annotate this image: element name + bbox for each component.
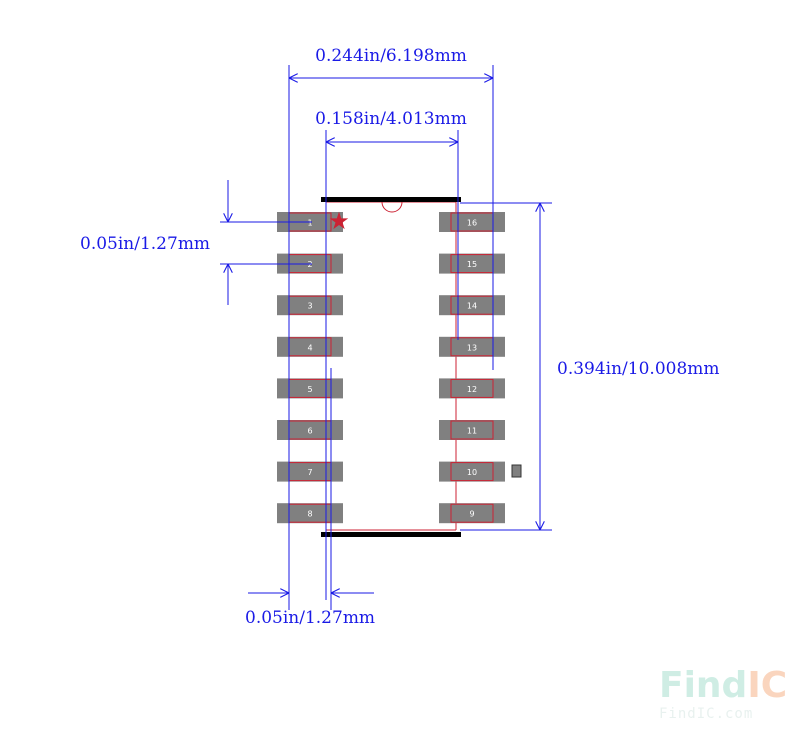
pin-number: 14 [467,302,477,311]
package-body [325,201,457,531]
pad-copper [439,503,505,524]
dimension-body-width: 0.158in/4.013mm [315,109,467,600]
dimension-pitch: 0.05in/1.27mm [80,180,312,305]
logo-url: FindIC.com [659,706,753,722]
findic-logo: FindIC FindIC.com [659,665,787,722]
lead-outline [450,503,494,523]
pin-number: 13 [467,343,477,352]
lead-outline [450,462,494,482]
pad-16: 16 [439,212,505,232]
pin-number: 5 [307,385,312,394]
body-width-label: 0.158in/4.013mm [315,109,467,129]
pad-width-label: 0.05in/1.27mm [245,608,375,628]
pin-number: 10 [467,468,477,477]
pad-9: 9 [439,503,505,524]
pad-14: 14 [439,295,505,316]
body-bottom-bar [321,532,461,537]
logo-ic: IC [747,665,787,706]
lead-outline [450,420,494,440]
dimension-height: 0.394in/10.008mm [460,202,720,531]
pin-number: 4 [307,343,312,352]
lead-outline [450,378,494,398]
pin-number: 11 [467,427,477,436]
pin-number: 12 [467,385,477,394]
pin1-notch [381,201,403,213]
pad-15: 15 [439,253,505,274]
pin-number: 1 [307,219,312,228]
pad-copper [439,212,505,232]
pin-number: 6 [307,427,312,436]
height-label: 0.394in/10.008mm [557,359,720,379]
pin-number: 16 [467,219,477,228]
pad-6: 6 [277,420,343,440]
pin-number: 2 [307,260,312,269]
pad-12: 12 [439,378,505,399]
right-pad-column: 16 15 14 13 12 11 10 9 [439,212,505,524]
pad-8: 8 [277,503,343,524]
svg-text:FindIC: FindIC [659,665,787,706]
pad-copper [439,295,505,316]
pad-copper [439,336,505,357]
dimension-overall-width: 0.244in/6.198mm [288,46,494,610]
logo-find: Find [659,665,747,706]
pad-7: 7 [277,461,343,482]
pad-copper [439,253,505,274]
pin1-star-icon: ★ [328,207,350,235]
pin-number: 8 [307,510,312,519]
body-top-bar [321,197,461,202]
left-pad-column: 1 2 3 4 5 6 7 8 [277,212,343,524]
pad-13: 13 [439,336,505,357]
pad-11: 11 [439,420,505,440]
pad-10: 10 [439,461,505,482]
pad-copper [439,420,505,440]
pin-number: 3 [307,302,312,311]
dimension-pad-width: 0.05in/1.27mm [245,368,375,628]
pin-number: 7 [307,468,312,477]
pin-number: 15 [467,260,477,269]
orientation-marker [511,464,522,478]
pad-4: 4 [277,336,343,357]
pad-copper [439,461,505,482]
pin-number: 9 [469,510,474,519]
overall-width-label: 0.244in/6.198mm [315,46,467,66]
pad-5: 5 [277,378,343,399]
pad-copper [439,378,505,399]
pitch-label: 0.05in/1.27mm [80,234,210,254]
pad-3: 3 [277,295,343,316]
